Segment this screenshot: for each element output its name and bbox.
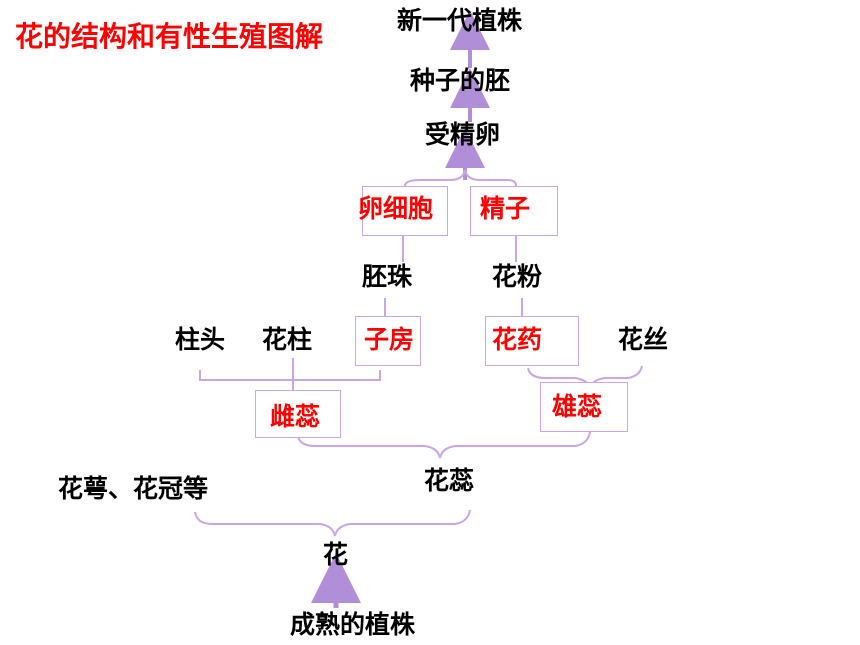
stigma-label: 柱头 [175, 325, 226, 354]
filament-label: 花丝 [618, 325, 669, 354]
fertilized-egg-label: 受精卵 [425, 120, 501, 149]
embryo-label: 种子的胚 [410, 66, 511, 95]
brace-stamen-pistil [297, 431, 591, 459]
egg-cell-box [362, 186, 448, 236]
brace-pistil [199, 370, 381, 381]
diagram-title: 花的结构和有性生殖图解 [15, 20, 324, 53]
new-plant-label: 新一代植株 [397, 6, 523, 35]
sperm-label: 精子 [480, 194, 531, 223]
anther-label: 花药 [492, 325, 543, 354]
brace-gametes [404, 169, 517, 187]
ovary-label: 子房 [364, 325, 415, 354]
calyx-corolla-label: 花萼、花冠等 [58, 474, 209, 503]
pistil-box [255, 390, 341, 438]
flower-label: 花 [323, 540, 349, 569]
sperm-box [470, 186, 558, 236]
ovary-box [355, 316, 421, 366]
mature-plant-label: 成熟的植株 [290, 610, 416, 639]
brace-flower [194, 509, 471, 537]
anther-box [485, 316, 579, 366]
stamen-box [540, 382, 628, 432]
style-label: 花柱 [262, 325, 313, 354]
ovule-label: 胚珠 [362, 262, 413, 291]
pistil-label: 雌蕊 [270, 402, 321, 431]
stamen-label: 雄蕊 [552, 392, 603, 421]
egg-cell-label: 卵细胞 [358, 194, 434, 223]
pollen-label: 花粉 [492, 262, 543, 291]
stamen-pistil-label: 花蕊 [424, 466, 475, 495]
